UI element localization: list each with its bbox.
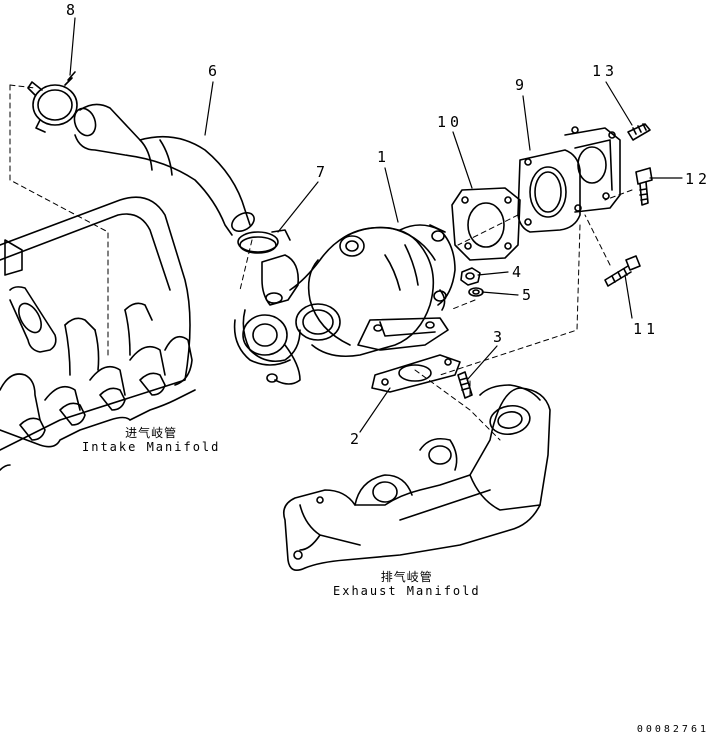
exhaust-manifold-caption: 排气岐管 Exhaust Manifold xyxy=(333,570,481,599)
callout-4: 4 xyxy=(512,263,526,281)
nut-4 xyxy=(461,268,480,285)
callout-1: 1 xyxy=(377,148,391,166)
air-hose-6 xyxy=(71,104,258,235)
callout-2: 2 xyxy=(350,430,364,448)
exhaust-manifold-label-en: Exhaust Manifold xyxy=(333,583,481,598)
intake-manifold-caption: 进气岐管 Intake Manifold xyxy=(82,426,221,455)
callout-5: 5 xyxy=(522,286,536,304)
callout-10: 10 xyxy=(437,113,464,131)
intake-manifold xyxy=(0,197,195,470)
turbocharger-1 xyxy=(235,225,455,384)
callout-12: 12 xyxy=(685,170,712,188)
leader-lines xyxy=(70,18,682,432)
callout-13: 13 xyxy=(592,62,619,80)
callout-9: 9 xyxy=(515,76,529,94)
stud-3 xyxy=(458,372,472,398)
exhaust-manifold xyxy=(284,385,550,570)
reference-number: 00082761 xyxy=(636,724,709,735)
gasket-10 xyxy=(452,188,520,260)
bolt-11 xyxy=(605,256,640,286)
callout-11: 11 xyxy=(633,320,660,338)
callout-6: 6 xyxy=(208,62,222,80)
bolt-12 xyxy=(636,168,652,205)
callout-8: 8 xyxy=(66,1,80,19)
washer-5 xyxy=(469,288,483,296)
dashed-guide-lines xyxy=(10,85,632,440)
hose-clamp-8 xyxy=(28,72,77,132)
gasket-2 xyxy=(372,355,460,392)
callout-7: 7 xyxy=(316,163,330,181)
elbow-adapter-9 xyxy=(518,127,620,232)
hose-clamp-7 xyxy=(238,230,290,253)
intake-manifold-label-en: Intake Manifold xyxy=(82,439,221,454)
callout-3: 3 xyxy=(493,328,507,346)
intake-manifold-label-cn: 进气岐管 xyxy=(125,426,178,440)
bolt-13 xyxy=(628,124,650,140)
exhaust-manifold-label-cn: 排气岐管 xyxy=(380,570,433,584)
